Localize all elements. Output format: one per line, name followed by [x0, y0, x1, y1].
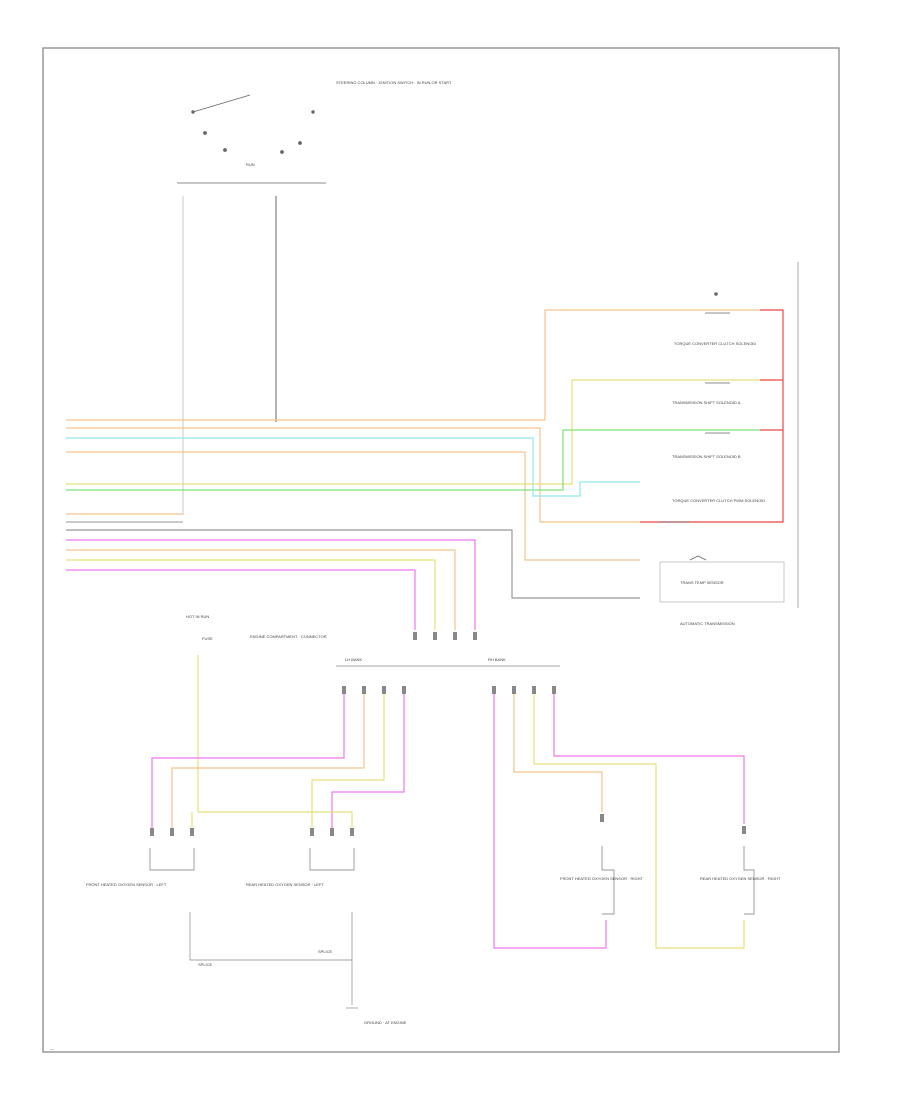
rear-o2-left-label: REAR HEATED OXYGEN SENSOR · LEFT [246, 882, 324, 887]
hot-in-run-label: HOT IN RUN [186, 614, 209, 619]
ground-wiring [189, 912, 358, 1009]
oxygen-sensor-wires-right [493, 694, 745, 949]
run-label: RUN [246, 162, 255, 167]
ground-label: GROUND · AT ENGINE [364, 1020, 407, 1025]
rear-o2-right-label: REAR HEATED OXYGEN SENSOR · RIGHT [700, 876, 781, 881]
tcc-solenoid-label: TORQUE CONVERTER CLUTCH SOLENOID [674, 341, 756, 346]
front-o2-right-label: FRONT HEATED OXYGEN SENSOR · RIGHT [560, 876, 644, 881]
engine-compartment-label: ENGINE COMPARTMENT · CONNECTOR [250, 634, 327, 639]
tcc-pwm-solenoid-label: TORQUE CONVERTER CLUTCH PWM SOLENOID [672, 498, 765, 503]
lh-bank-label: LH BANK [345, 657, 362, 662]
ignition-switch [177, 94, 326, 184]
front-o2-left-label: FRONT HEATED OXYGEN SENSOR · LEFT [86, 882, 167, 887]
fuse-label: FUSE [202, 636, 213, 641]
footer-mark: — [50, 1046, 54, 1051]
splice-2-label: SPLICE [318, 949, 333, 954]
automatic-transmission [640, 262, 799, 608]
splice-1-label: SPLICE [198, 962, 213, 967]
ignition-switch-label: STEERING COLUMN · IGNITION SWITCH · IN R… [336, 80, 452, 85]
shift-solenoid-a-label: TRANSMISSION SHIFT SOLENOID A [672, 400, 741, 405]
rh-bank-label: RH BANK [488, 657, 506, 662]
trans-temp-sensor-label: TRANS TEMP SENSOR [680, 580, 724, 585]
oxygen-sensor-wires-left [151, 694, 405, 828]
automatic-transmission-label: AUTOMATIC TRANSMISSION [680, 621, 735, 626]
harness-wires [66, 309, 760, 630]
shift-solenoid-b-label: TRANSMISSION SHIFT SOLENOID B [672, 454, 741, 459]
diagram-border [42, 47, 840, 1053]
